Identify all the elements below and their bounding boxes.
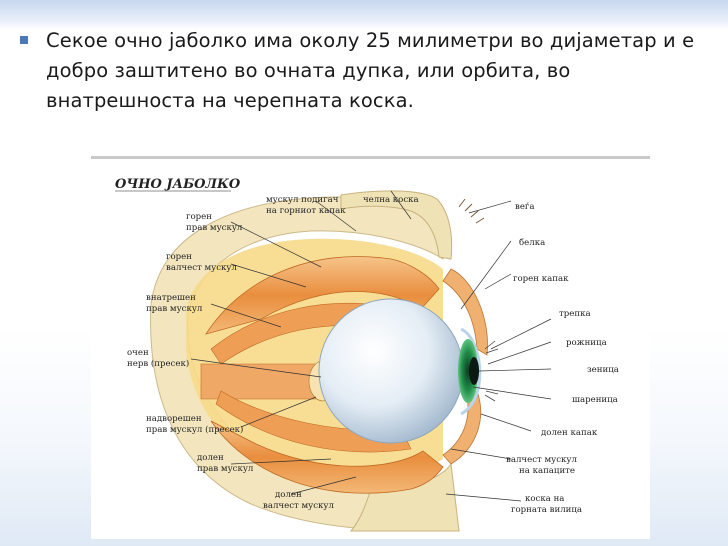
- superior-muscle: [205, 256, 440, 335]
- label-upper-lid: горен капак: [513, 274, 569, 284]
- label-iris: шареница: [572, 395, 618, 405]
- label-maxilla-1: коска на: [525, 494, 564, 504]
- label-sclera: белка: [519, 237, 545, 248]
- figure-title: ОЧНО ЈАБОЛКО: [115, 177, 241, 192]
- bullet-text: Секое очно јаболко има околу 25 милиметр…: [46, 29, 695, 112]
- pupil: [469, 357, 479, 385]
- cornea: [460, 327, 482, 416]
- label-sup-rectus-1: горен: [186, 212, 212, 222]
- frontal-bone: [340, 190, 453, 260]
- label-sup-rectus-2: прав мускул: [186, 223, 243, 233]
- label-inf-rectus-2: прав мускул: [197, 464, 254, 474]
- bullet-square-icon: [20, 36, 28, 44]
- label-levator-1: мускул подигач: [266, 195, 339, 205]
- label-pupil: зеница: [587, 365, 619, 375]
- eyeball-diagram: ОЧНО ЈАБОЛКО мускул подигач на горниот к…: [91, 156, 650, 539]
- label-med-rectus-2: прав мускул: [146, 304, 203, 314]
- label-inf-oblique-1: долен: [275, 490, 302, 500]
- label-optic-nerve-2: нерв (пресек): [127, 358, 189, 369]
- label-lower-lid: долен капак: [541, 428, 598, 438]
- label-med-rectus-1: внатрешен: [146, 293, 196, 303]
- label-inf-oblique-caps-2: на капаците: [519, 466, 575, 476]
- label-lat-rectus-2: прав мускул (пресек): [146, 424, 243, 435]
- label-optic-nerve-1: очен: [127, 348, 149, 358]
- label-inf-rectus-1: долен: [197, 453, 224, 463]
- label-cornea: рожница: [566, 338, 607, 348]
- label-lat-rectus-1: надворешен: [146, 414, 202, 424]
- label-eyebrow: веѓа: [515, 201, 535, 212]
- slide-body: Секое очно јаболко има околу 25 милиметр…: [20, 26, 710, 116]
- eyelashes: [484, 340, 499, 402]
- label-inf-oblique-2: валчест мускул: [263, 501, 334, 511]
- leader-lines: [190, 190, 552, 502]
- label-inf-oblique-caps-1: валчест мускул: [506, 455, 577, 465]
- slide-header-band: [0, 0, 728, 30]
- eyebrow: [458, 198, 485, 224]
- label-levator-2: на горниот капак: [266, 206, 346, 216]
- label-frontal-bone: челна коска: [363, 195, 419, 205]
- label-sup-oblique-2: валчест мускул: [166, 263, 237, 273]
- inferior-muscle: [210, 420, 444, 494]
- label-maxilla-2: горната вилица: [511, 505, 582, 515]
- eyeball-illustration: ОЧНО ЈАБОЛКО мускул подигач на горниот к…: [115, 177, 619, 532]
- lower-eyelid: [442, 390, 481, 465]
- label-eyelash: трепка: [559, 309, 591, 319]
- upper-eyelid: [442, 268, 488, 356]
- label-sup-oblique-1: горен: [166, 252, 192, 262]
- eyeball: [318, 298, 464, 444]
